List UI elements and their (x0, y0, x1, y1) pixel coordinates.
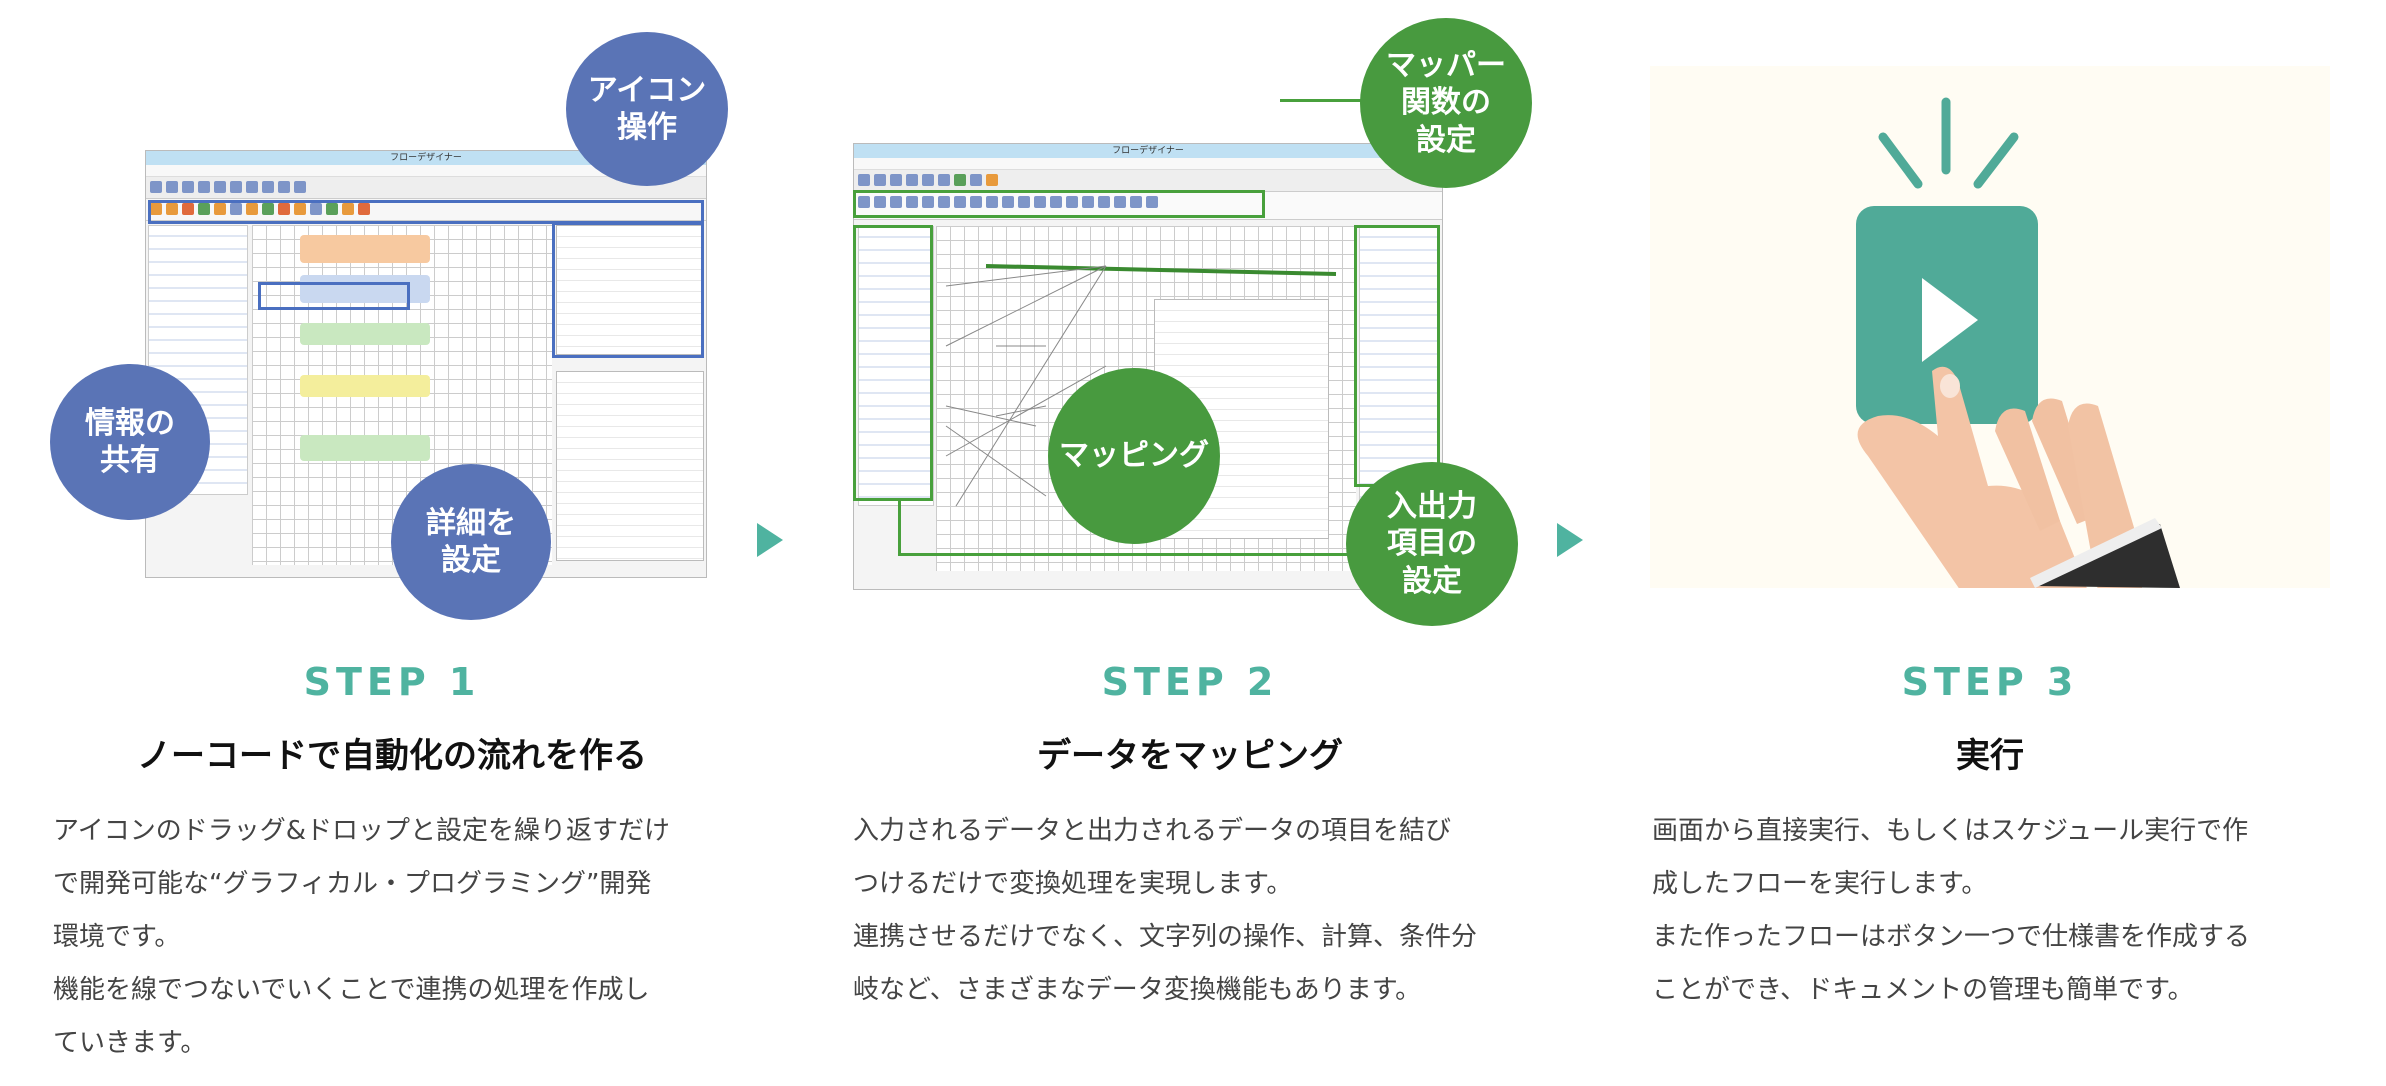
step1-title: ノーコードで自動化の流れを作る (137, 736, 647, 776)
description-line: 入力されるデータと出力されるデータの項目を結び (853, 816, 1452, 846)
description-line: 岐など、さまざまなデータ変換機能もあります。 (853, 975, 1422, 1005)
data-panel (556, 371, 704, 561)
callout-icon-operation: アイコン 操作 (566, 32, 728, 186)
step1-description: アイコンのドラッグ&ドロップと設定を繰り返すだけ で開発可能な“グラフィカル・プ… (53, 805, 753, 1070)
step3-title: 実行 (1956, 736, 2024, 776)
description-line: で開発可能な“グラフィカル・プログラミング”開発 (53, 869, 652, 899)
step2-title: データをマッピング (1037, 736, 1343, 776)
app-window-title: フローデザイナー (146, 151, 706, 165)
callout-mapping: マッピング (1048, 368, 1220, 544)
description-line: 成したフローを実行します。 (1652, 869, 1988, 899)
input-tree-highlight (853, 225, 933, 501)
app-window-title: フローデザイナー (854, 144, 1442, 158)
description-line: 機能を線でつないでいくことで連携の処理を作成し (53, 975, 650, 1005)
menu-bar (146, 165, 706, 177)
connector-line (1280, 99, 1380, 102)
menu-bar (854, 158, 1442, 170)
description-line: アイコンのドラッグ&ドロップと設定を繰り返すだけ (53, 816, 670, 846)
description-line: 環境です。 (53, 922, 181, 952)
palette-highlight (853, 190, 1265, 218)
toolbar (146, 177, 706, 199)
next-arrow-icon (757, 523, 783, 557)
description-line: ことができ、ドキュメントの管理も簡単です。 (1652, 975, 2194, 1005)
callout-information-sharing: 情報の 共有 (50, 364, 210, 520)
output-tree-highlight (1354, 225, 1440, 487)
toolbar-highlight (148, 200, 704, 224)
step2-screenshot: フローデザイナー (853, 143, 1443, 590)
property-panel (556, 225, 704, 355)
output-tree (1359, 226, 1439, 506)
step3-illustration (1650, 66, 2330, 616)
input-tree (858, 226, 934, 506)
property-highlight (552, 222, 704, 358)
description-line: つけるだけで変換処理を実現します。 (853, 869, 1293, 899)
mapping-lines (945, 264, 1337, 507)
callout-mapper-function-settings: マッパー 関数の 設定 (1360, 18, 1532, 188)
flow-highlight (258, 282, 410, 310)
step3-description: 画面から直接実行、もしくはスケジュール実行で作 成したフローを実行します。 また… (1652, 805, 2352, 1017)
play-button-press-icon (1856, 97, 2180, 616)
description-line: また作ったフローはボタン一つで仕様書を作成する (1652, 922, 2251, 952)
step2-description: 入力されるデータと出力されるデータの項目を結び つけるだけで変換処理を実現します… (853, 805, 1553, 1017)
description-line: 画面から直接実行、もしくはスケジュール実行で作 (1652, 816, 2249, 846)
step3-label: STEP 3 (1901, 660, 2079, 704)
description-line: 連携させるだけでなく、文字列の操作、計算、条件分 (853, 922, 1478, 952)
callout-detail-settings: 詳細を 設定 (391, 464, 551, 620)
description-line: ていきます。 (53, 1028, 207, 1058)
callout-io-item-settings: 入出力 項目の 設定 (1346, 462, 1518, 626)
flow-canvas (252, 225, 552, 565)
step1-label: STEP 1 (303, 660, 481, 704)
next-arrow-icon (1557, 523, 1583, 557)
icon-palette (146, 199, 706, 221)
connector-line (898, 500, 1358, 556)
toolbar (854, 170, 1442, 192)
step2-label: STEP 2 (1101, 660, 1279, 704)
